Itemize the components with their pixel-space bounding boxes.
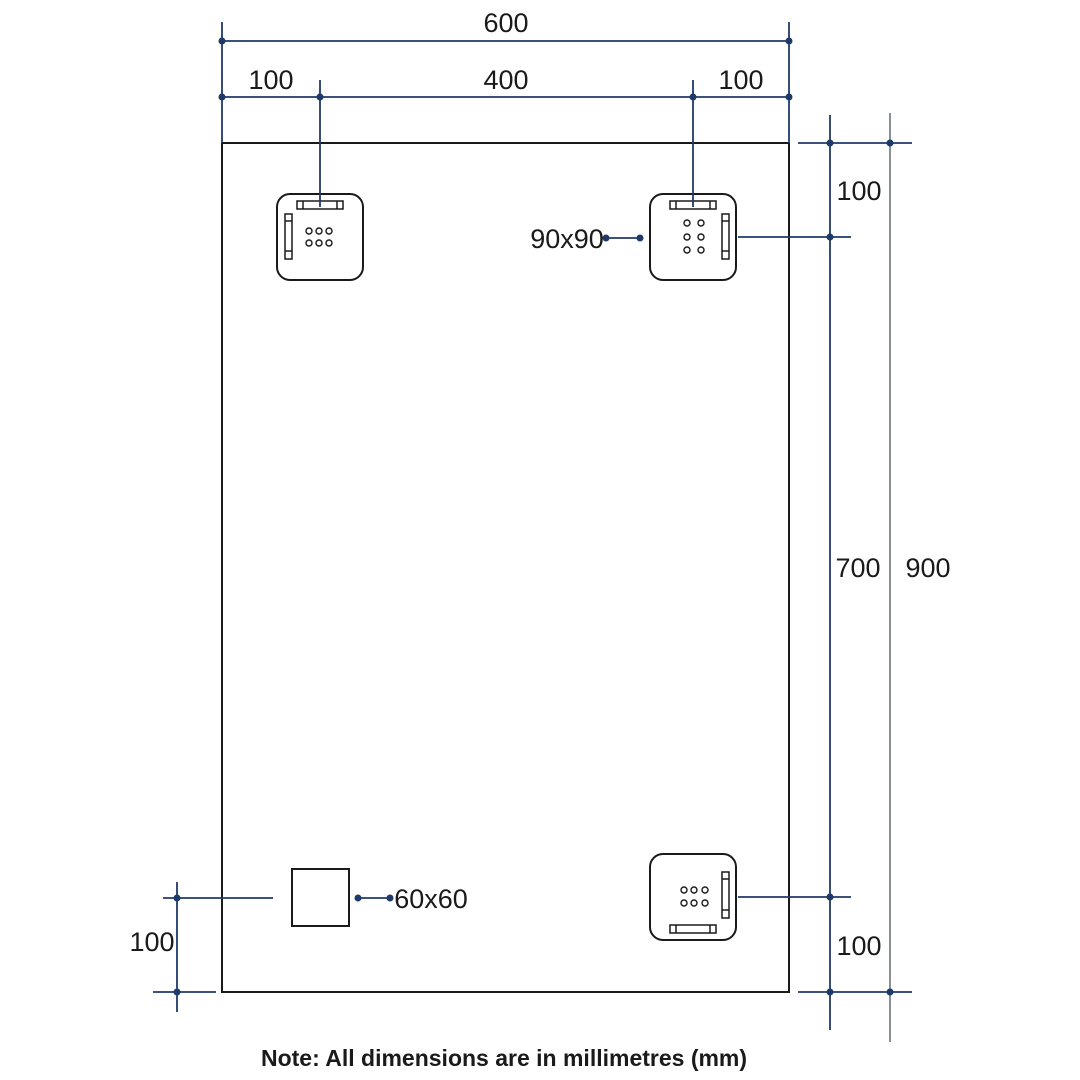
dimension-dot [886,988,894,996]
mirror-outline [221,142,790,993]
dimension-dot [218,93,226,101]
dimension-dot [826,988,834,996]
square-pad-60x60 [291,868,350,927]
dimension-dot [826,893,834,901]
leader-dot [386,894,394,902]
drawing-note: Note: All dimensions are in millimetres … [261,1045,747,1071]
bracket-slot-vertical [721,871,730,919]
bracket-bottom-right [649,853,737,941]
dim-label-overall-height: 900 [905,553,950,583]
dimension-dot [785,93,793,101]
bracket-body [649,853,737,941]
dimension-dot [689,93,697,101]
callout-label-square-size: 60x60 [394,884,468,914]
bracket-slot-horizontal [669,924,717,934]
dim-label-top-bracket-spacing: 400 [483,65,528,95]
drawing-geometry [221,142,790,993]
bracket-holes [683,219,705,254]
leader-dot [354,894,362,902]
bracket-slot-vertical [721,213,730,260]
dimension-dot [785,37,793,45]
dim-label-bottom-left-offset: 100 [129,927,174,957]
dimension-dot [173,894,181,902]
dimension-dot [173,988,181,996]
dim-label-overall-width: 600 [483,8,528,38]
callout-label-bracket-size: 90x90 [530,224,604,254]
dimension-dot [826,233,834,241]
leader-dot [636,234,644,242]
dimension-dot [826,139,834,147]
dimension-lines [153,22,912,1030]
dim-label-top-left-offset: 100 [248,65,293,95]
leader-dot [602,234,610,242]
bracket-slot-vertical [284,213,293,260]
dimension-dot [886,139,894,147]
dim-label-right-top-offset: 100 [836,176,881,206]
bracket-holes [305,227,333,247]
dim-label-right-bottom-offset: 100 [836,931,881,961]
dimension-dot [316,93,324,101]
dimension-dots [173,37,894,996]
dimension-dot [218,37,226,45]
dimension-labels: 600 100 400 100 100 700 900 100 100 90x9… [129,8,950,1071]
dim-label-right-bracket-spacing: 700 [835,553,880,583]
bracket-holes [680,886,709,907]
dim-label-top-right-offset: 100 [718,65,763,95]
